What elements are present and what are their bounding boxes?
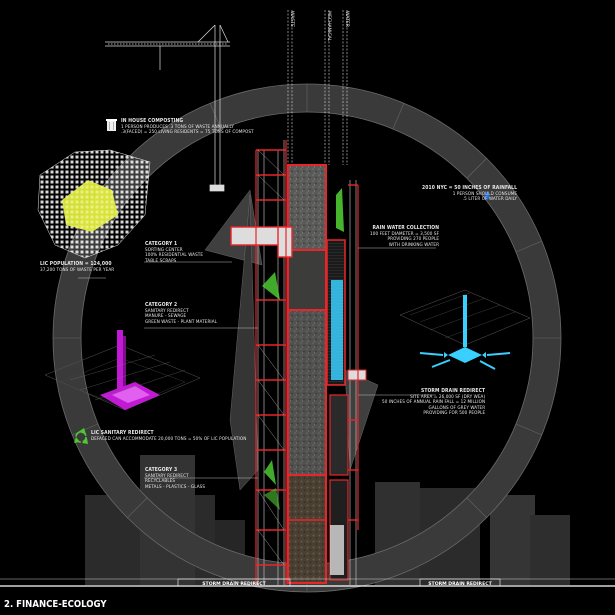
category1-item-2: 100% RESIDENTIAL WASTE bbox=[145, 253, 204, 259]
category2-item-1: SANITARY REDIRECT bbox=[145, 308, 189, 314]
recycle-icon bbox=[74, 428, 88, 444]
rain-collection-block: RAIN WATER COLLECTION 100 FEET DIAMETER … bbox=[370, 225, 440, 248]
rain-collection-line2: PROVIDING 270 PEOPLE bbox=[387, 237, 440, 243]
water-drop-icon bbox=[484, 191, 490, 200]
lic-population-block: LIC POPULATION = 124,000 37,200 TONS OF … bbox=[40, 261, 115, 273]
rain-collection-title: RAIN WATER COLLECTION bbox=[372, 225, 440, 231]
guide-lines bbox=[287, 10, 348, 165]
composting-line2: .3(FACED) = 250 LIVING RESIDENTS = 75 TO… bbox=[121, 130, 254, 136]
category2-block: CATEGORY 2 SANITARY REDIRECT MANURE - SE… bbox=[145, 302, 218, 325]
storm-drain-label-right: STORM DRAIN REDIRECT bbox=[428, 582, 492, 587]
storm-redirect-line2: 50 INCHES OF ANNUAL RAIN FALL = 12 MILLI… bbox=[382, 400, 486, 406]
rainfall-title: 2010 NYC = 50 INCHES OF RAINFALL bbox=[422, 185, 518, 191]
floor-slabs bbox=[230, 226, 367, 381]
storm-redirect-line1: SITE AREA = 26,000 SF (DRY WEA) bbox=[410, 394, 486, 400]
mechanical-label: MECHANICAL bbox=[326, 11, 331, 42]
lic-population-title: LIC POPULATION = 124,000 bbox=[40, 261, 112, 267]
trash-can-icon bbox=[106, 119, 117, 131]
water-isometric-graphic bbox=[399, 289, 531, 370]
category2-item-3: GREEN WASTE - PLANT MATERIAL bbox=[145, 319, 218, 325]
lic-sanitary-line1: LIC SANITARY REDIRECT bbox=[91, 430, 154, 436]
lic-sanitary-block: LIC SANITARY REDIRECT DEFACED CAN ACCOMM… bbox=[91, 430, 247, 442]
category3-item-1: SANITARY REDIRECT bbox=[145, 473, 189, 479]
leader-lines bbox=[78, 247, 436, 479]
category1-item-1: SORTING CENTER bbox=[145, 247, 183, 253]
rainfall-line2: .5 LITER OF WATER DAILY bbox=[462, 197, 518, 203]
lic-population-line1: 37,200 TONS OF WASTE PER YEAR bbox=[40, 267, 115, 273]
water-column bbox=[326, 239, 349, 581]
waste-label: WASTE bbox=[289, 11, 294, 28]
category2-item-2: MANURE - SEWAGE bbox=[145, 314, 187, 320]
category1-item-3: TABLE SCRAPS bbox=[145, 258, 177, 264]
storm-redirect-line3: GALLONS OF GREY WATER bbox=[428, 405, 486, 411]
storm-redirect-block: STORM DRAIN REDIRECT SITE AREA = 26,000 … bbox=[382, 388, 486, 417]
crane-icon bbox=[105, 24, 230, 192]
city-map-graphic bbox=[37, 149, 151, 259]
rainfall-block: 2010 NYC = 50 INCHES OF RAINFALL 1 PERSO… bbox=[422, 185, 518, 203]
composting-title: IN HOUSE COMPOSTING bbox=[121, 118, 184, 124]
storm-drain-label-left: STORM DRAIN REDIRECT bbox=[202, 582, 266, 587]
rain-collection-line1: 100 FEET DIAMETER = 3,500 SF bbox=[370, 231, 440, 237]
ground-line bbox=[0, 578, 615, 587]
red-frame-ties bbox=[255, 140, 359, 585]
category3-block: CATEGORY 3 SANITARY REDIRECT RECYCLABLES… bbox=[145, 467, 206, 490]
page-caption: 2. FINANCE-ECOLOGY bbox=[4, 599, 107, 610]
composting-block: IN HOUSE COMPOSTING 1 PERSON PRODUCES .3… bbox=[121, 118, 254, 136]
category3-item-2: RECYCLABLES bbox=[145, 479, 176, 485]
tower-core bbox=[287, 164, 327, 584]
rain-collection-line3: WITH DRINKING WATER bbox=[388, 242, 440, 248]
category3-title: CATEGORY 3 bbox=[145, 467, 178, 473]
sanitary-isometric-graphic bbox=[44, 330, 201, 411]
rainfall-line1: 1 PERSON SHOULD CONSUME bbox=[452, 191, 518, 197]
category1-block: CATEGORY 1 SORTING CENTER 100% RESIDENTI… bbox=[145, 241, 204, 264]
water-label: WATER bbox=[344, 11, 349, 27]
scaffold-rungs bbox=[256, 149, 358, 566]
category1-title: CATEGORY 1 bbox=[145, 241, 178, 247]
green-waste-accents bbox=[262, 188, 344, 510]
storm-redirect-line4: PROVIDING FOR 500 PEOPLE bbox=[423, 411, 486, 417]
storm-redirect-title: STORM DRAIN REDIRECT bbox=[420, 388, 486, 394]
lic-sanitary-line2: DEFACED CAN ACCOMMODATE 20,000 TONS = 50… bbox=[91, 436, 247, 442]
scaffold-diagonals bbox=[257, 149, 285, 566]
category2-title: CATEGORY 2 bbox=[145, 302, 178, 308]
composting-line1: 1 PERSON PRODUCES .3 TONS OF WASTE ANNUA… bbox=[121, 124, 234, 130]
scaffold-frame bbox=[257, 140, 357, 585]
category3-item-3: METALS - PLASTICS - GLASS bbox=[145, 484, 206, 490]
